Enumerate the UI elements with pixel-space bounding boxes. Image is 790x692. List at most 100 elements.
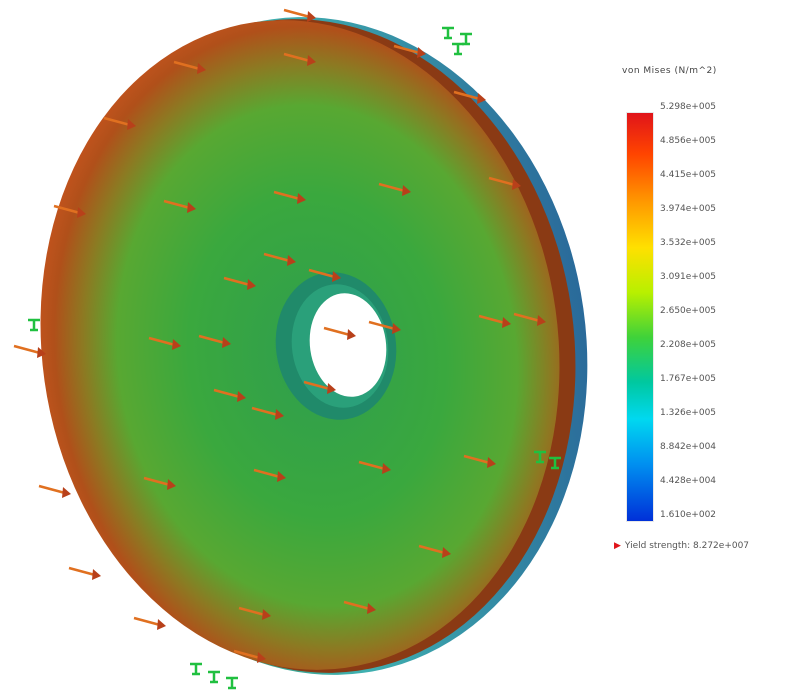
load-arrow-head [332,271,341,282]
fixture-marker [28,318,40,332]
yield-marker-icon: ▶ [614,541,621,551]
colorbar-tick-label: 3.532e+005 [660,238,717,248]
load-arrow [38,484,66,495]
load-arrow-head [77,207,86,218]
load-arrow-head [382,463,391,474]
hub-bore [309,293,387,397]
load-arrow-head [477,93,486,104]
load-arrow-head [262,609,271,620]
fixtures [28,26,561,690]
load-arrow-head [297,193,306,204]
load-arrows [13,8,546,663]
load-arrow [233,649,261,660]
load-arrow-head [275,409,284,420]
load-arrow-head [442,547,451,558]
load-arrow-head [172,339,181,350]
load-arrow [478,314,506,325]
load-arrow-head [487,457,496,468]
load-arrow [513,312,541,323]
load-arrow [238,606,266,617]
load-arrow [283,8,311,19]
load-arrow-head [237,391,246,402]
load-arrow-head [417,47,426,58]
load-arrow [143,476,171,487]
load-arrow-head [157,619,166,630]
load-arrow [463,454,491,465]
colorbar-tick-label: 8.842e+004 [660,442,717,452]
colorbar-tick-label: 3.974e+005 [660,204,717,214]
load-arrow [378,182,406,193]
load-arrow-head [537,315,546,326]
fixture-marker [190,662,202,676]
load-arrow-head [37,347,46,358]
fixture-marker [442,26,454,40]
load-arrow [148,336,176,347]
load-arrow [173,60,201,71]
load-arrow [251,406,279,417]
fixture-marker [534,450,546,464]
load-arrow [358,460,386,471]
load-arrow-head [92,569,101,580]
load-arrow [343,600,371,611]
fixture-marker [460,32,472,46]
yield-strength-label: ▶Yield strength: 8.272e+007 [614,541,749,551]
load-arrow [393,44,421,55]
load-arrow [13,344,41,355]
legend-title: von Mises (N/m^2) [622,66,717,76]
load-arrow-head [347,329,356,340]
load-arrow [273,190,301,201]
load-arrow-head [502,317,511,328]
load-arrow [283,52,311,63]
load-arrow [103,116,131,127]
load-arrow-head [127,119,136,130]
load-arrow-head [197,63,206,74]
load-arrow [198,334,226,345]
load-arrow [68,566,96,577]
load-arrow-head [247,279,256,290]
load-arrow-head [402,185,411,196]
colorbar-tick-label: 1.326e+005 [660,408,717,418]
fixture-marker [549,456,561,470]
load-arrow [263,252,291,263]
colorbar-tick-label: 4.428e+004 [660,476,717,486]
load-arrow [213,388,241,399]
colorbar-tick-label: 4.856e+005 [660,136,717,146]
load-arrow [323,326,351,337]
load-arrow [453,90,481,101]
load-arrow [303,380,331,391]
load-arrow [488,176,516,187]
load-arrow-head [307,11,316,22]
load-arrow-head [187,202,196,213]
load-arrow-head [307,55,316,66]
load-arrow-head [277,471,286,482]
load-arrow-head [367,603,376,614]
load-arrow [368,320,396,331]
colorbar-tick-label: 1.767e+005 [660,374,717,384]
colorbar-tick-label: 2.650e+005 [660,306,717,316]
colorbar-tick-label: 2.208e+005 [660,340,717,350]
colorbar-tick-label: 1.610e+002 [660,510,717,520]
stress-colorbar [626,112,654,522]
load-arrow-head [257,652,266,663]
fixture-marker [208,670,220,684]
load-arrow-head [62,487,71,498]
load-arrow-head [287,255,296,266]
colorbar-tick-label: 4.415e+005 [660,170,717,180]
load-arrow [53,204,81,215]
load-arrow-head [222,337,231,348]
load-arrow [163,199,191,210]
fixture-marker [226,676,238,690]
colorbar-tick-label: 3.091e+005 [660,272,717,282]
load-arrow-head [392,323,401,334]
load-arrow-head [167,479,176,490]
stress-plot-model [13,8,588,690]
fixture-marker [452,42,464,56]
load-arrow [223,276,251,287]
load-arrow [133,616,161,627]
load-arrow-head [327,383,336,394]
load-arrow [253,468,281,479]
load-arrow [308,268,336,279]
yield-strength-text: Yield strength: 8.272e+007 [624,541,750,551]
load-arrow [418,544,446,555]
colorbar-tick-label: 5.298e+005 [660,102,717,112]
